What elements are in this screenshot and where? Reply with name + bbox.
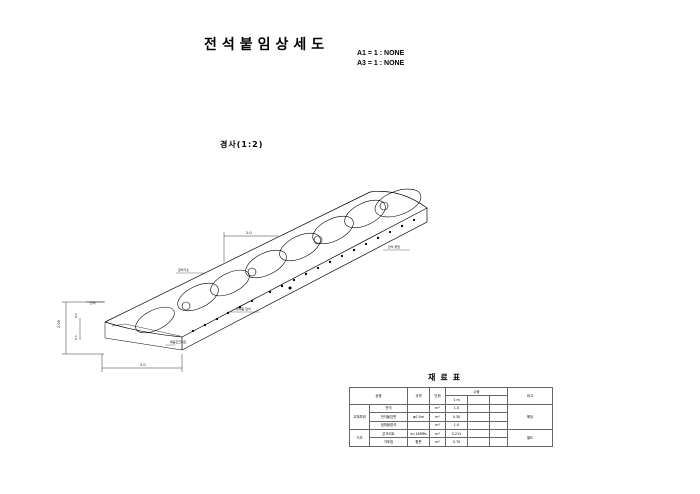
- pebble-texture: [191, 218, 416, 333]
- dim-side-small2: 0.5: [74, 335, 78, 340]
- row-note: 해당: [507, 403, 554, 430]
- row-spec: φ0.5m: [407, 412, 430, 422]
- row-unit: m³: [429, 420, 446, 430]
- subheader-1m: 1 m: [445, 395, 468, 405]
- header-qty: 수량: [444, 386, 509, 397]
- row-qty: 1.0: [445, 420, 468, 430]
- row-unit: m²: [429, 437, 446, 447]
- header-spec: 규격: [407, 387, 430, 405]
- dimension-lines: [62, 232, 278, 372]
- row-name: 뒷채움잡석: [369, 420, 408, 430]
- table-row: 기초 콘크리트 σ=18MPa m³ 0.212 별도: [349, 428, 554, 447]
- table-row: 교체부위 전석 m² 1.0 해당: [349, 403, 554, 430]
- row-name: 전석: [369, 403, 408, 414]
- row-category: 교체부위: [349, 403, 370, 430]
- section-label: 경사(1:2): [220, 140, 264, 149]
- row-qty: 0.70: [445, 437, 468, 447]
- table-header-row: 공종 규격 단위 수량 비고: [349, 386, 554, 405]
- row-qty: 0.212: [445, 428, 468, 439]
- material-table-title: 재료표: [428, 373, 466, 382]
- callout-rubble-base: 잡석기초: [178, 267, 189, 272]
- row-spec: [407, 403, 430, 414]
- material-table: 공종 규격 단위 수량 비고 1 m 교체부위 전석 m² 1.0 해당 전석붙…: [349, 386, 554, 447]
- header-category: 공종: [349, 387, 408, 405]
- row-note: 별도: [507, 428, 554, 447]
- row-spec: [407, 420, 430, 430]
- leader-lines: [165, 249, 410, 346]
- header-unit: 단위: [429, 387, 446, 405]
- callout-fill-concrete: 채움콘크리트: [170, 339, 187, 344]
- dim-side-small: 0.5: [74, 313, 78, 318]
- row-spec: 합판: [407, 437, 430, 447]
- row-unit: m³: [429, 428, 446, 439]
- row-spec: σ=18MPa: [407, 428, 430, 439]
- row-qty: 0.30: [445, 412, 468, 422]
- callout-stone-lining: 전석 붙임: [388, 244, 400, 249]
- row-qty: 1.0: [445, 403, 468, 414]
- table-row: 거푸집 합판 m² 0.70: [350, 437, 553, 447]
- scale-a3: A3 = 1 : NONE: [357, 60, 405, 67]
- callout-stone: 전석: [90, 300, 96, 305]
- row-name: 전석붙임면: [369, 412, 408, 422]
- slab-outline: [104, 191, 428, 351]
- row-unit: m²: [429, 412, 446, 422]
- scale-a1: A1 = 1 : NONE: [357, 50, 405, 57]
- header-note: 비고: [507, 387, 554, 405]
- drawing-title: 전석붙임상세도: [204, 37, 330, 53]
- callout-backfill: 뒷채움 잡석: [236, 306, 251, 311]
- stones: [135, 188, 422, 334]
- row-unit: m²: [429, 403, 446, 414]
- row-name: 콘크리트: [369, 428, 408, 439]
- row-name: 거푸집: [369, 437, 408, 447]
- dim-top: 2.0: [246, 231, 252, 235]
- dim-height: 2.00: [57, 320, 61, 328]
- row-category: 기초: [349, 428, 370, 447]
- dim-base: 2.0: [140, 363, 146, 367]
